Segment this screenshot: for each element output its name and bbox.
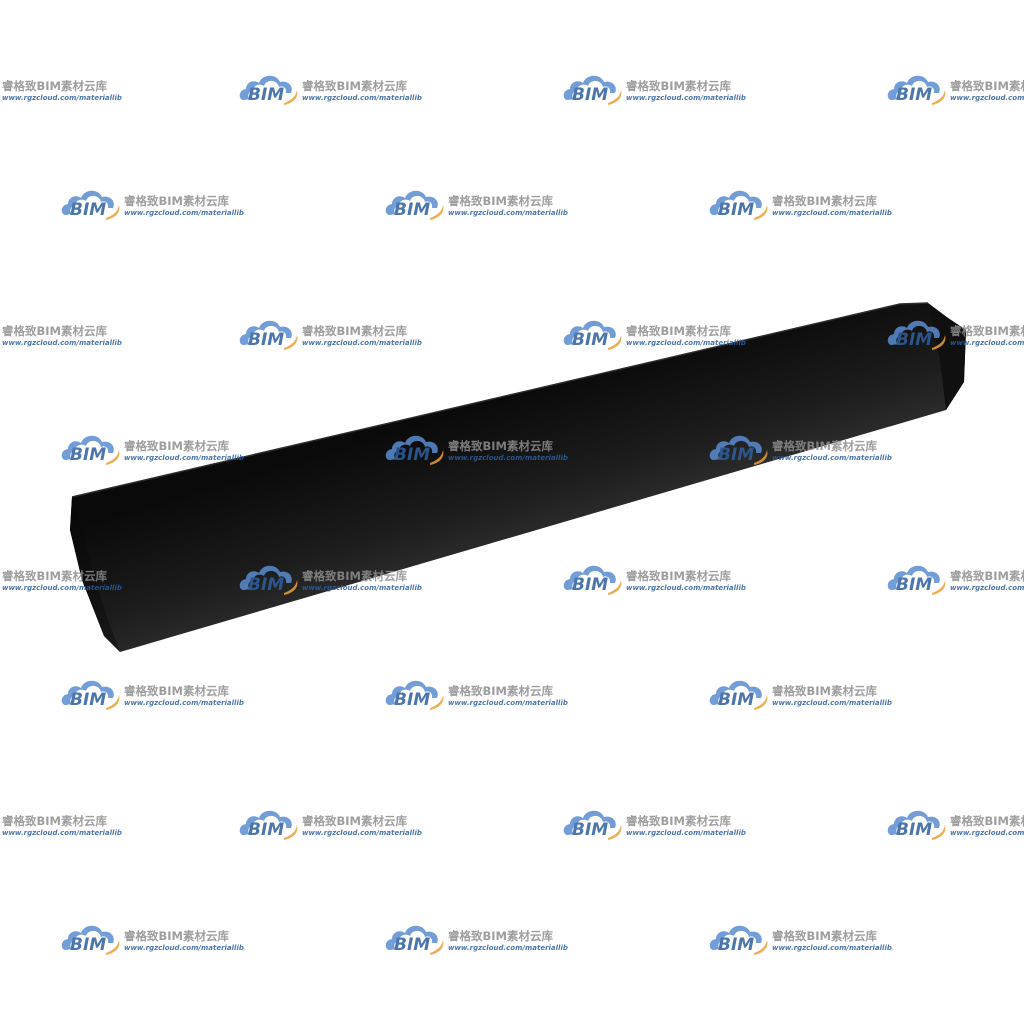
pipe-near-end [70,497,120,652]
pipe-top-edge [71,302,929,498]
pipe-body [70,303,966,652]
